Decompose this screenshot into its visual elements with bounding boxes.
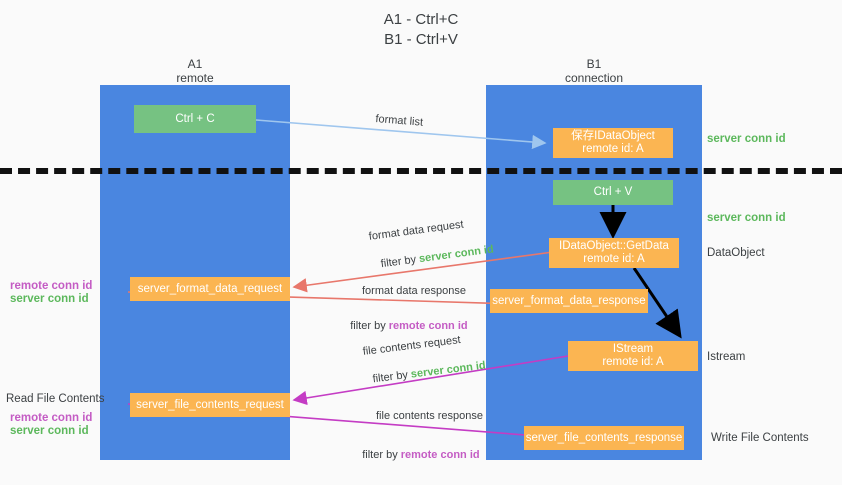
label-remote-conn-id-2: remote conn id — [10, 412, 93, 424]
filter-prefix: filter by — [371, 368, 412, 386]
filter-value-remote-conn-id: remote conn id — [388, 320, 468, 332]
box-ctrl-c[interactable]: Ctrl + C — [134, 105, 256, 133]
arrow-label-file-contents-response: file contents response — [376, 410, 484, 422]
filter-prefix: filter by — [380, 253, 420, 271]
label-server-conn-id-mid: server conn id — [707, 212, 786, 224]
label-server-conn-id-2: server conn id — [10, 425, 89, 437]
label-istream: Istream — [707, 351, 746, 363]
filter-value-server-conn-id: server conn id — [418, 243, 495, 266]
filter-prefix: filter by — [362, 449, 401, 461]
box-server-file-contents-request[interactable]: server_file_contents_request — [130, 393, 290, 417]
label-write-file-contents: Write File Contents — [711, 432, 809, 444]
page-title: A1 - Ctrl+C B1 - Ctrl+V — [383, 11, 459, 48]
label-dataobject: DataObject — [707, 247, 765, 259]
label-remote-conn-id-1: remote conn id — [10, 280, 93, 292]
box-idataobject-getdata[interactable]: IDataObject::GetData remote id: A — [549, 238, 679, 268]
box-save-idataobject[interactable]: 保存IDataObject remote id: A — [553, 128, 673, 158]
filter-prefix: filter by — [350, 320, 389, 332]
lane-header-b1: B1 connection — [564, 57, 624, 85]
filter-value-server-conn-id: server conn id — [410, 359, 487, 381]
label-read-file-contents: Read File Contents — [6, 393, 105, 405]
label-server-conn-id-top: server conn id — [707, 133, 786, 145]
arrow-label-file-contents-response-filter: filter by remote conn id — [350, 434, 480, 476]
box-server-format-data-request[interactable]: server_format_data_request — [130, 277, 290, 301]
filter-value-remote-conn-id: remote conn id — [400, 449, 480, 461]
arrow-label-format-list: format list — [374, 112, 424, 129]
arrow-label-format-data-response: format data response — [362, 285, 466, 297]
arrow-label-format-data-response-filter: filter by remote conn id — [338, 305, 468, 347]
divider-dashed — [0, 168, 842, 174]
box-istream[interactable]: IStream remote id: A — [568, 341, 698, 371]
box-server-format-data-response[interactable]: server_format_data_response — [490, 289, 648, 313]
box-server-file-contents-response[interactable]: server_file_contents_response — [524, 426, 684, 450]
label-server-conn-id-1: server conn id — [10, 293, 89, 305]
box-ctrl-v[interactable]: Ctrl + V — [553, 180, 673, 205]
lane-header-a1: A1 remote — [176, 57, 214, 85]
